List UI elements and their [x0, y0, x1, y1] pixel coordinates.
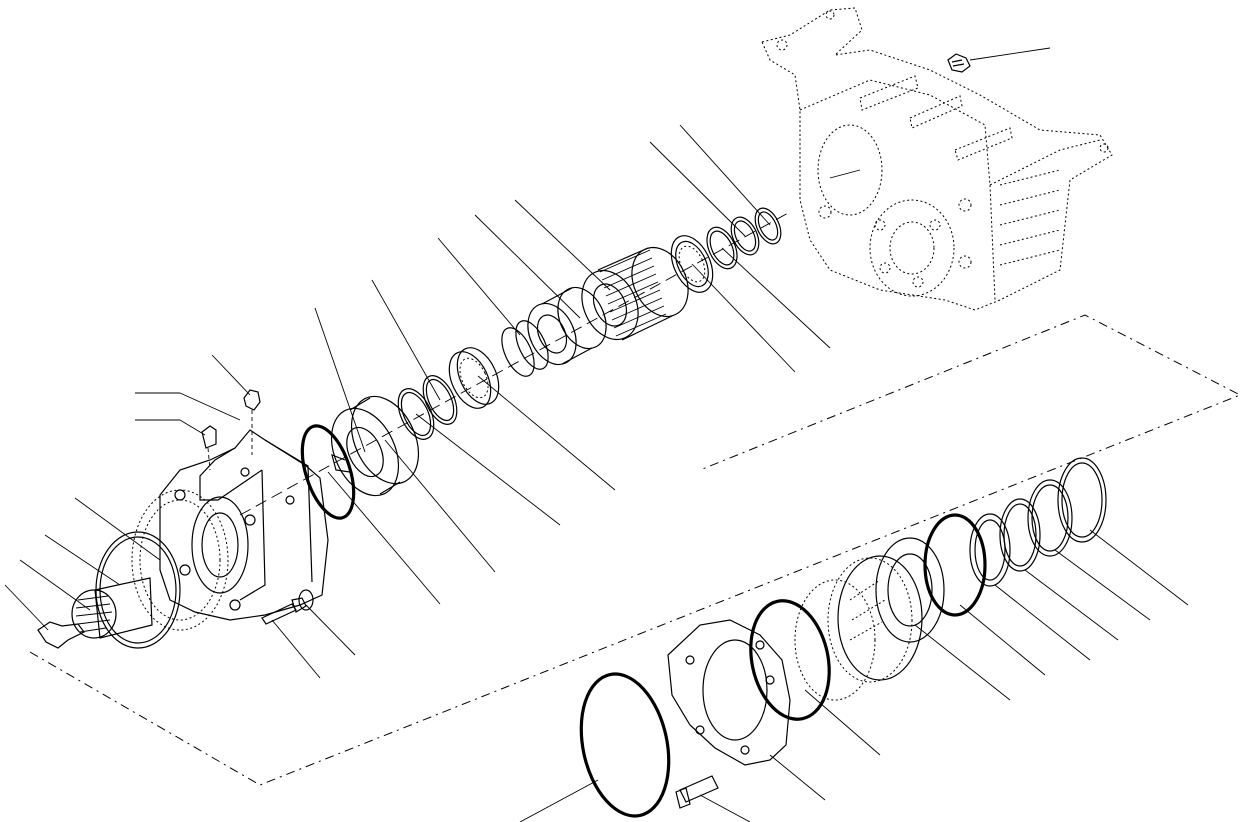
snap-ring-d — [397, 388, 435, 440]
vent-plug — [243, 389, 261, 455]
shaft-key — [37, 621, 85, 649]
friction-disc-pack — [794, 555, 923, 701]
output-shaft — [71, 577, 153, 639]
pressure-plate — [875, 537, 945, 643]
bearing-mid — [448, 347, 500, 409]
o-ring-top — [300, 424, 356, 520]
mounting-flange-lower — [667, 619, 791, 766]
breather-plug — [947, 53, 971, 73]
bearing-carrier — [330, 395, 420, 497]
backup-ring — [1027, 479, 1073, 557]
callout-leaders — [4, 47, 1189, 822]
o-ring-lower — [579, 672, 671, 818]
o-ring-lower-b — [749, 599, 831, 721]
spring-washer — [969, 513, 1011, 587]
splined-coupling — [581, 246, 689, 341]
o-ring-motor — [95, 531, 181, 649]
snap-ring-c — [422, 375, 458, 425]
cap-screw-lower — [675, 775, 719, 809]
needle-bearing — [527, 286, 607, 366]
seal-ring — [999, 498, 1041, 572]
drive-gear — [131, 489, 229, 631]
thrust-ring-top — [501, 320, 549, 377]
flange-washer — [298, 589, 314, 611]
transmission-housing — [761, 7, 1113, 311]
group-boundary-dashed — [29, 314, 1242, 786]
motor-flange-housing — [159, 429, 329, 621]
ball-bearing-top — [670, 235, 714, 293]
snap-ring-a — [754, 207, 782, 245]
o-ring-lower-c — [923, 513, 987, 617]
grease-nipple — [201, 425, 217, 471]
retaining-ring-lower — [1057, 457, 1107, 543]
